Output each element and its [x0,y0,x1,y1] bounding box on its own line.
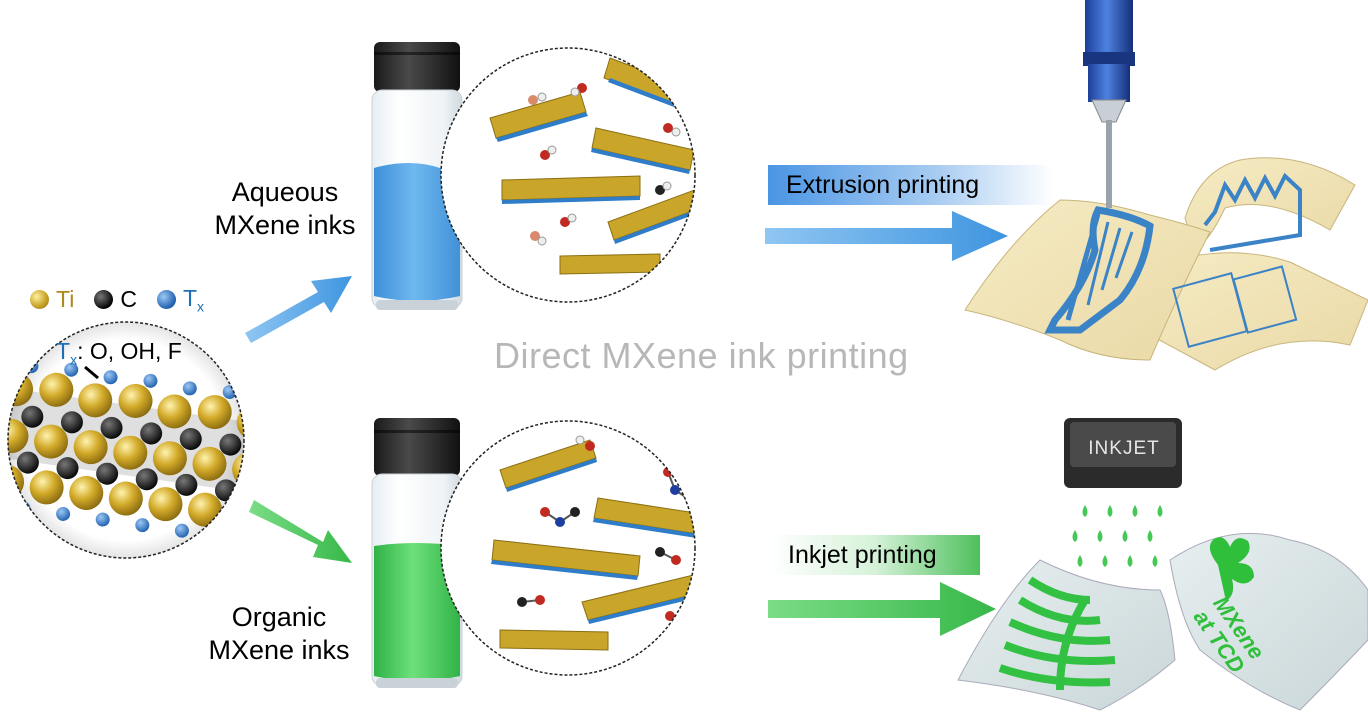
arrow-extrusion [765,211,1008,261]
aqueous-ink-vial [371,42,463,310]
extrusion-nozzle [1083,0,1135,208]
organic-ink-vial [371,418,463,688]
inkjet-head-label: INKJET [1088,438,1160,459]
arrow-inkjet [768,582,996,636]
tx-legend-dot [156,290,176,310]
organic-ink-label: Organic MXene inks [194,601,364,667]
mxene-structure-circle [7,321,245,559]
atom-legend: Ti C Tx [30,285,204,315]
extrusion-printed-substrate [964,157,1368,371]
extrusion-label-bar [768,165,1053,205]
c-legend-dot [94,290,114,310]
inkjet-printing-label: Inkjet printing [788,541,937,569]
extrusion-printing-label: Extrusion printing [786,171,980,199]
aqueous-label-line2: MXene inks [214,210,356,240]
c-legend-label: C [120,286,137,313]
ti-legend-label: Ti [56,286,75,313]
aqueous-label-line1: Aqueous [231,177,339,207]
tx-pointer-line [84,365,99,380]
ti-legend-dot [30,290,49,310]
arrow-to-aqueous [245,276,352,343]
organic-dispersion-circle [440,420,696,676]
organic-label-line1: Organic [231,602,327,632]
aqueous-ink-label: Aqueous MXene inks [200,176,370,242]
tx-legend-label: Tx [182,285,204,315]
arrow-to-organic [249,500,352,563]
organic-label-line2: MXene inks [208,635,350,665]
tx-composition-label: Tx: O, OH, F [56,338,182,368]
inkjet-printed-substrate [957,532,1368,711]
aqueous-dispersion-circle [440,47,696,303]
inkjet-droplets [1072,505,1163,567]
center-title: Direct MXene ink printing [494,335,909,376]
inkjet-label-bar [770,535,980,575]
inkjet-printhead [1064,418,1182,488]
